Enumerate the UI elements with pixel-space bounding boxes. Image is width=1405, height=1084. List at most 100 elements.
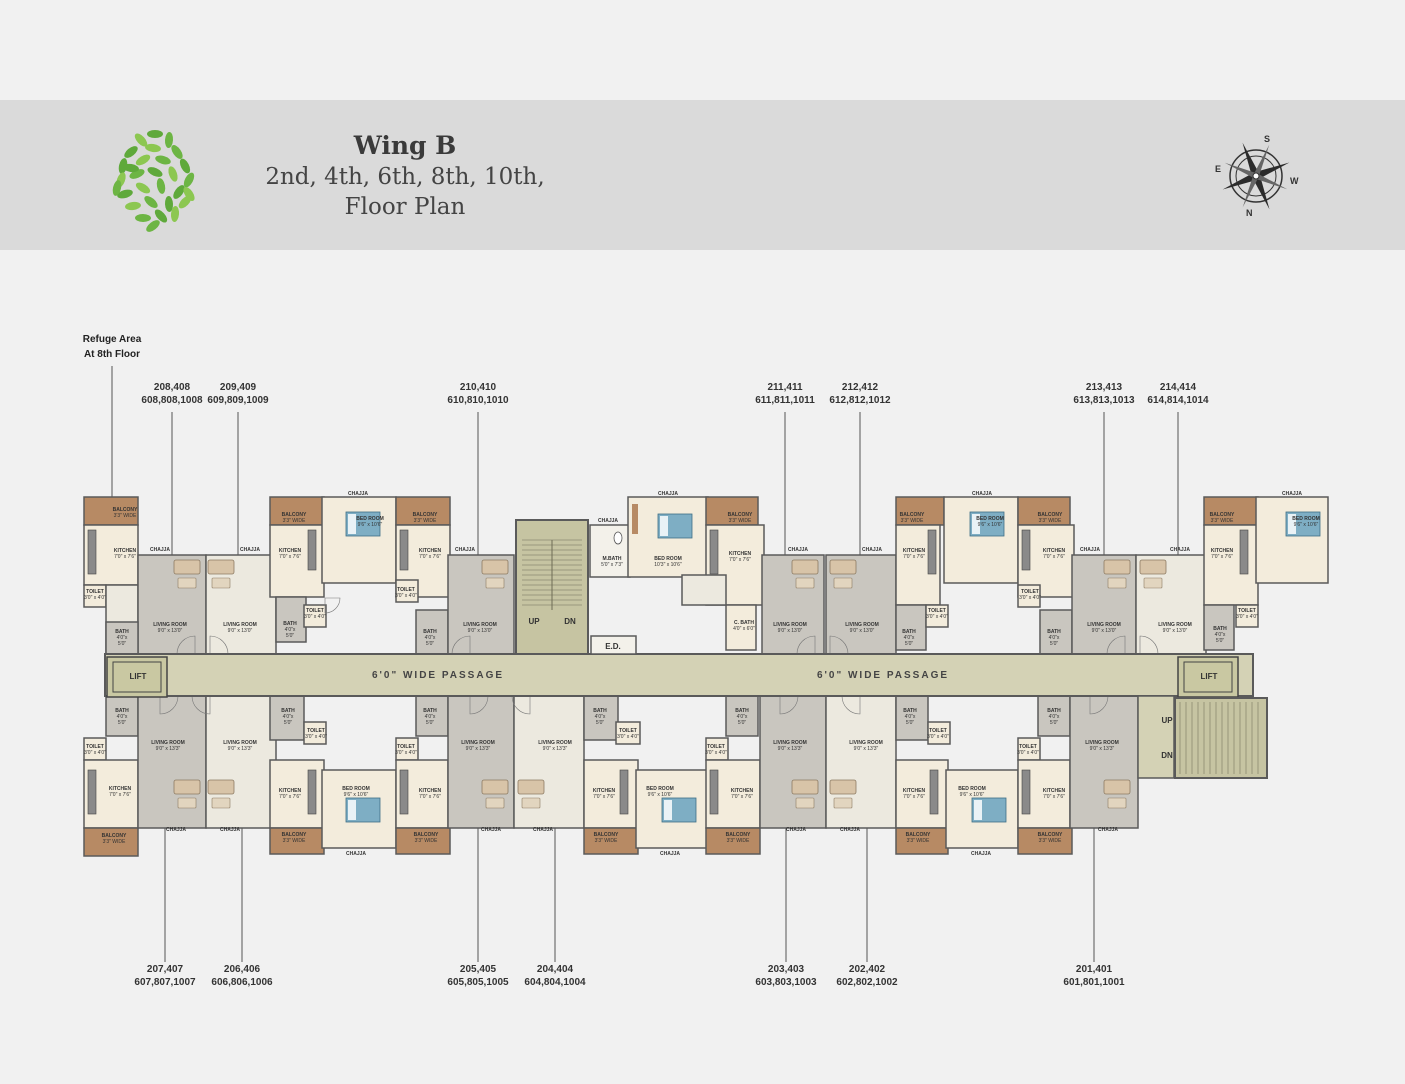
top-unit-number: 211,411 [767,382,802,393]
leaf [154,209,168,223]
lift-right [1177,656,1239,698]
room-dim: 4'0"x [1049,714,1060,720]
room [705,827,761,855]
room-dim: 3'0" x 4'0" [1019,595,1041,601]
sofa-icon [829,779,857,795]
leaf [117,189,133,199]
leaf [173,185,185,199]
page-title: Wing B [353,131,457,160]
compass-n-label: N [1246,208,1253,218]
room [589,524,631,578]
room [1039,609,1073,655]
room-dim: 3'3" WIDE [114,513,137,519]
room-name: TOILET [307,728,325,734]
bottom-unit-numbers-upper: 604,804,1004 [524,977,586,988]
room-name: CHAJJA [598,518,618,524]
room-dim: 9'0" x 13'3" [543,746,568,752]
room-name: BATH [735,708,749,714]
room-name: CHAJJA [1170,547,1190,553]
lift-left [106,656,168,698]
room-name: BATH [281,708,295,714]
door-swing-icon [324,597,341,614]
room [895,827,949,855]
room [1017,584,1041,608]
room-dim: 7'0" x 7'6" [903,794,925,800]
room-name: BALCONY [413,512,438,518]
room-name: LIVING ROOM [461,740,495,746]
armchair-icon [211,577,231,589]
room-dim: 7'0" x 7'6" [419,554,441,560]
room-dim: 3'3" WIDE [595,838,618,844]
room-dim: 9'0" x 13'0" [1163,628,1188,634]
lift-right-label: LIFT [1201,672,1218,681]
room [1017,496,1071,526]
room [943,496,1019,584]
leaf [144,196,158,208]
room-dim: 7'0" x 7'6" [1043,554,1065,560]
room-name: LIVING ROOM [1087,622,1121,628]
room-name: BATH [903,708,917,714]
sofa-icon [829,559,857,575]
passage-label-right: 6'0" WIDE PASSAGE [817,670,949,681]
armchair-icon [833,797,853,809]
room-dim: 3'0" x 4'0" [84,595,106,601]
room-name: BED ROOM [958,786,986,792]
top-unit-number: 210,410 [460,382,497,393]
room-name: CHAJJA [660,851,680,857]
stair-dn-label: DN [564,617,576,626]
room-dim: 5'0" [118,720,127,726]
room [759,695,827,829]
room [925,604,949,628]
pillow-icon [972,514,980,534]
room-name: LIVING ROOM [538,740,572,746]
room-name: CHAJJA [348,491,368,497]
armchair-icon [177,797,197,809]
room-dim: 5'0" [905,641,914,647]
room-name: TOILET [928,608,946,614]
armchair-icon [485,797,505,809]
room-dim: 9'6" x 10'6" [648,792,673,798]
room-name: KITCHEN [1043,788,1066,794]
room-name: BATH [115,708,129,714]
passage-label-left: 6'0" WIDE PASSAGE [372,670,504,681]
bottom-unit-numbers-upper: 603,803,1003 [755,977,817,988]
top-unit-numbers-upper: 614,814,1014 [1147,395,1209,406]
room-dim: 9'6" x 10'6" [1294,522,1319,528]
room [1203,496,1259,526]
room [83,827,139,857]
pillow-icon [664,800,672,820]
room-dim: 7'0" x 7'6" [279,794,301,800]
right-stair-dn-label: DN [1161,751,1173,760]
bottom-unit-numbers-upper: 601,801,1001 [1063,977,1125,988]
sofa-icon [1139,559,1167,575]
room-dim: 5'0" [1050,641,1059,647]
room-name: BALCONY [282,512,307,518]
room-name: BED ROOM [646,786,674,792]
room-dim: 9'0" x 13'0" [468,628,493,634]
room-name: KITCHEN [593,788,616,794]
room-dim: 4'0"x [425,714,436,720]
leaf [147,167,163,177]
room [583,827,639,855]
room-dim: 3'3" WIDE [907,838,930,844]
room-name: BATH [902,629,916,635]
room-name: KITCHEN [279,788,302,794]
room-name: CHAJJA [481,827,501,833]
room-name: BALCONY [282,832,307,838]
room-name: TOILET [397,744,415,750]
room-name: BATH [115,629,129,635]
room-name: BALCONY [726,832,751,838]
kitchen-counter-icon [929,769,939,815]
room-dim: 9'0" x 13'0" [228,628,253,634]
room-dim: 5'0" [286,633,295,639]
sofa-icon [207,779,235,795]
room [395,827,451,855]
room-dim: 5'0" [118,641,127,647]
room-name: BED ROOM [1292,516,1320,522]
room-name: CHAJJA [1080,547,1100,553]
room-name: BATH [1047,708,1061,714]
bottom-unit-number: 202,402 [849,964,886,975]
room-dim: 4'0"x [737,714,748,720]
leaf [179,158,191,174]
